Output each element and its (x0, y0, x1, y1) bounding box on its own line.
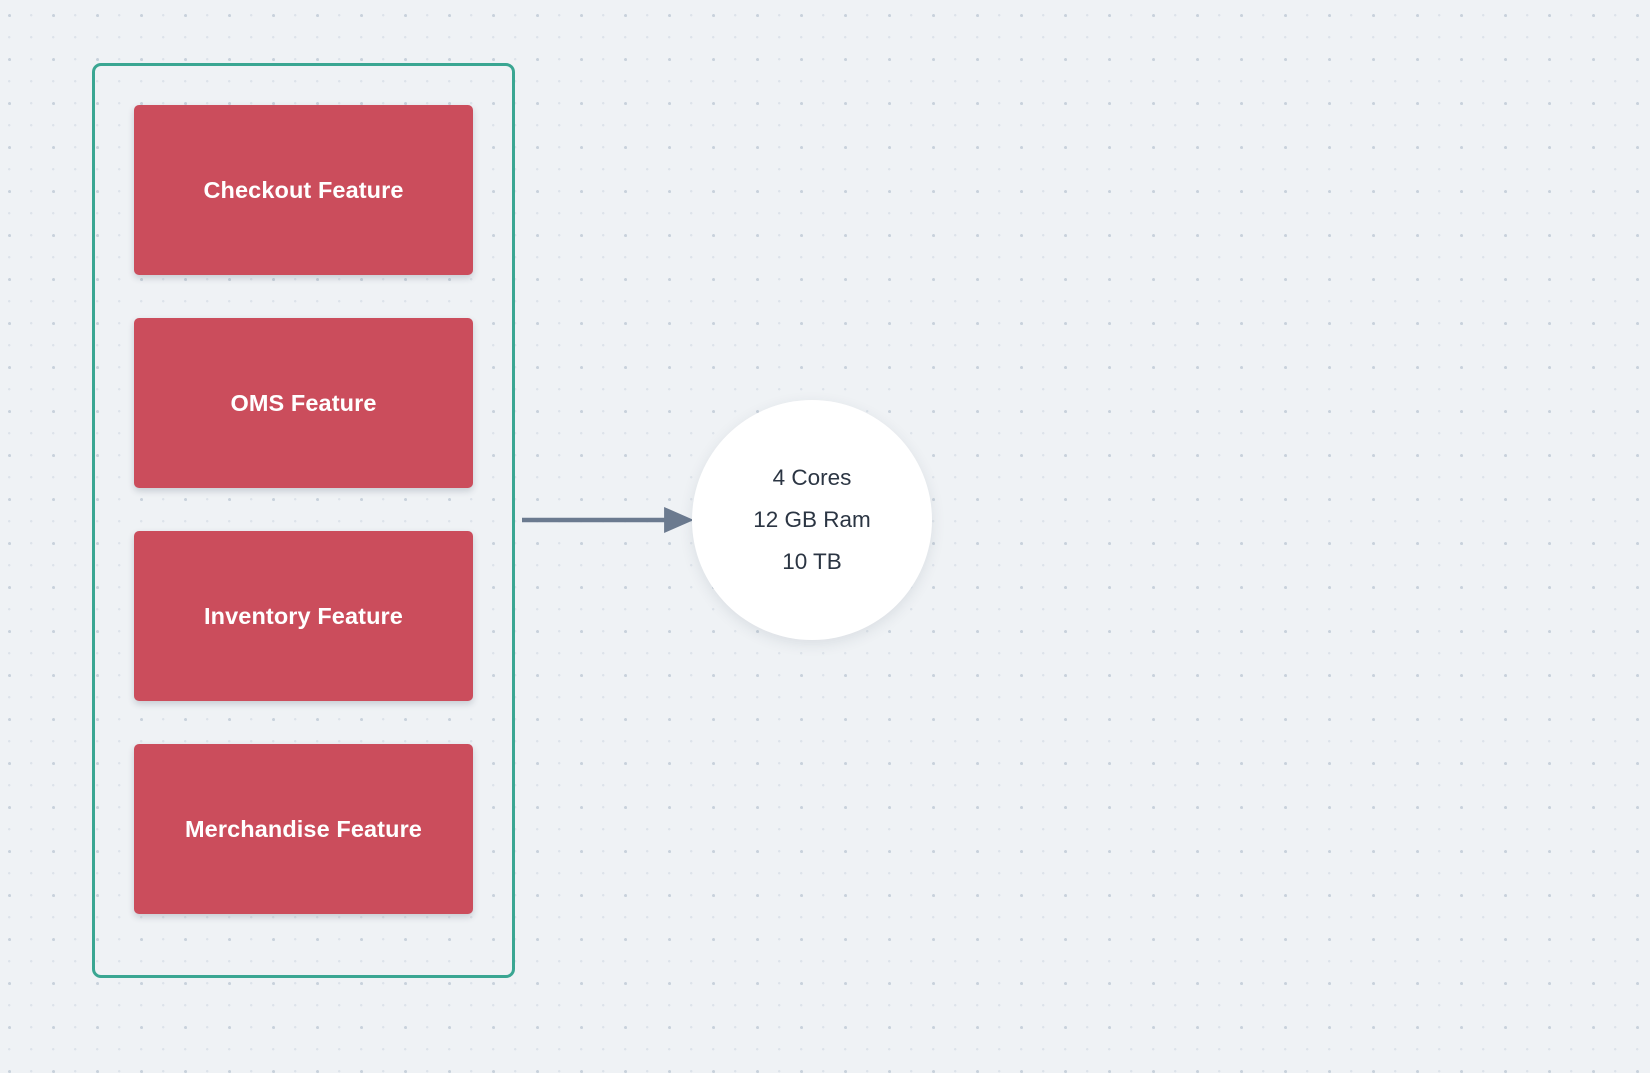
arrow-connector[interactable] (515, 488, 694, 553)
node-oms-feature[interactable]: OMS Feature (134, 318, 473, 488)
feature-group-container[interactable] (92, 63, 515, 978)
node-label: Merchandise Feature (185, 815, 422, 842)
node-merchandise-feature[interactable]: Merchandise Feature (134, 744, 473, 914)
node-label: Inventory Feature (204, 602, 403, 629)
node-inventory-feature[interactable]: Inventory Feature (134, 531, 473, 701)
node-resource-spec[interactable]: 4 Cores 12 GB Ram 10 TB (692, 400, 932, 640)
resource-spec-cores: 4 Cores (772, 464, 852, 490)
node-label: OMS Feature (230, 389, 377, 416)
node-label: Checkout Feature (203, 176, 404, 203)
resource-spec-storage: 10 TB (782, 549, 842, 575)
node-checkout-feature[interactable]: Checkout Feature (134, 105, 473, 275)
resource-spec-ram: 12 GB Ram (753, 506, 871, 532)
